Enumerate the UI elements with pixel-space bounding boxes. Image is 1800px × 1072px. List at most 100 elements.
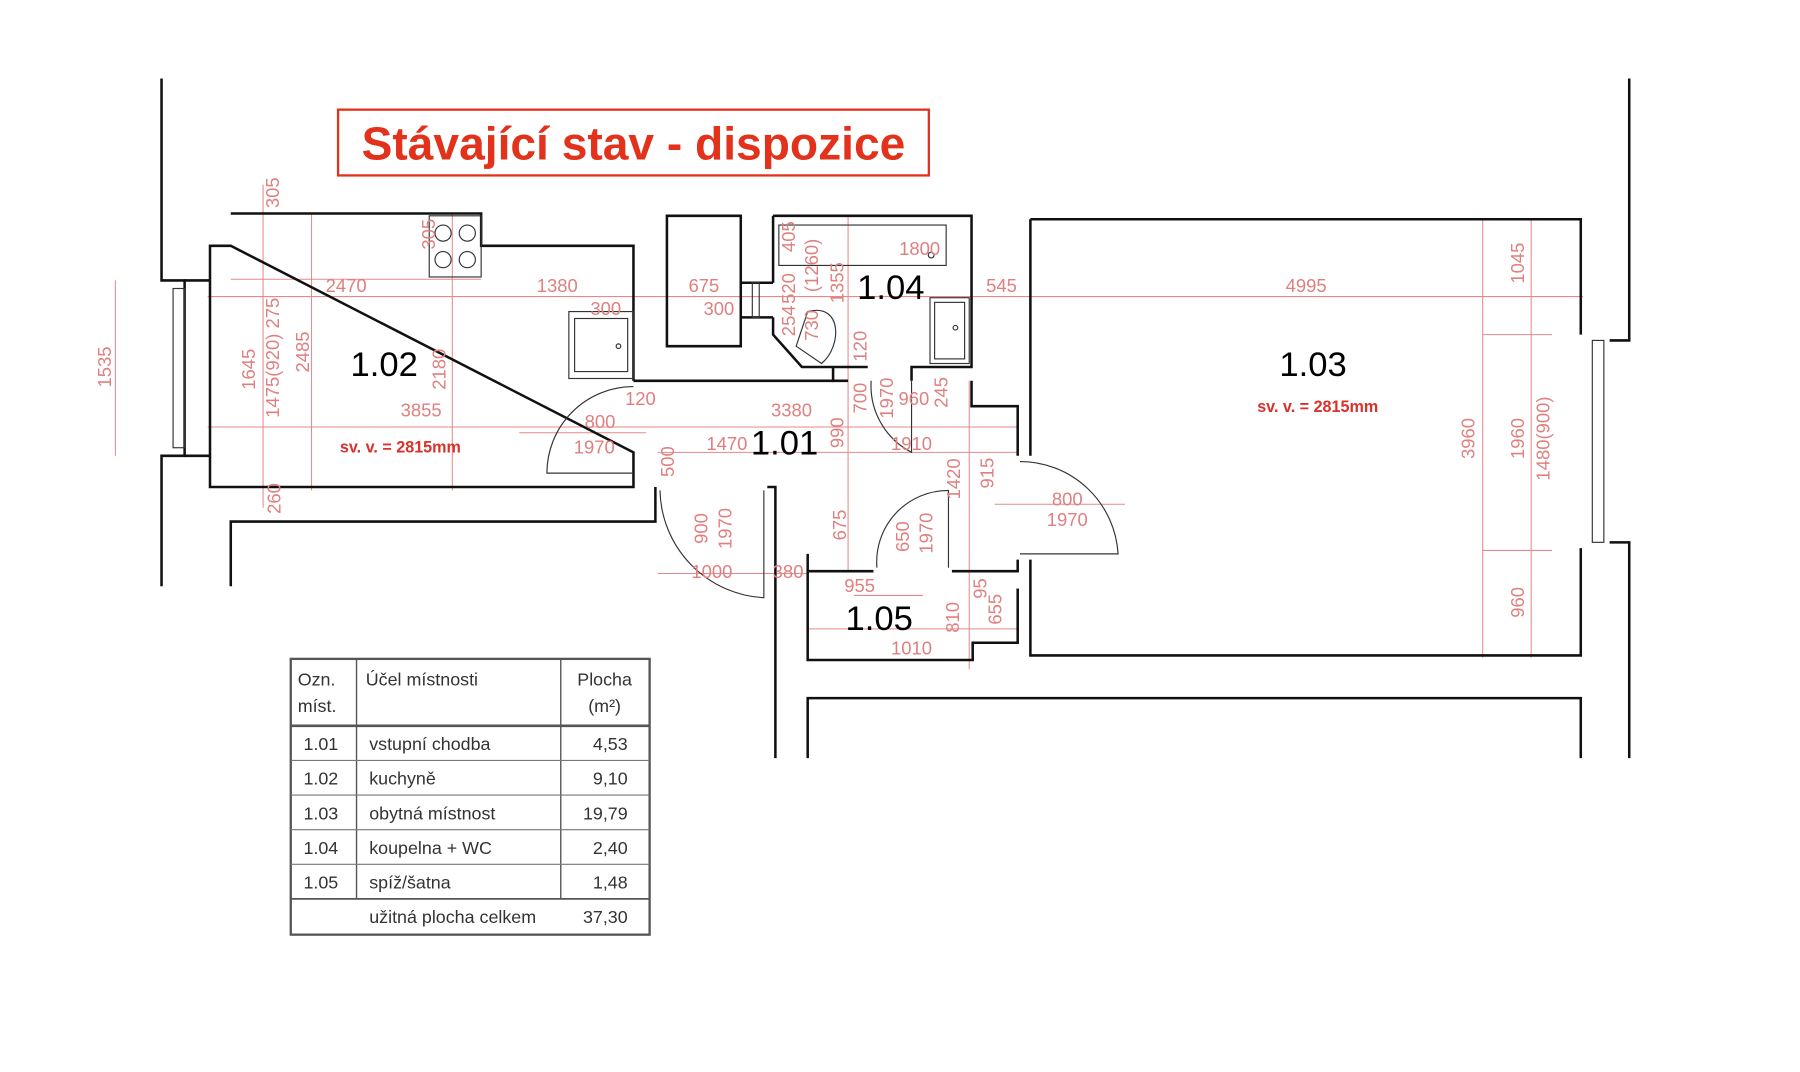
row-purpose: obytná místnost: [369, 803, 495, 823]
dimension-label: 800: [1052, 488, 1083, 509]
row-area: 4,53: [593, 734, 628, 754]
dimension-label: 254: [778, 305, 799, 336]
dimension-label: 1970: [574, 437, 615, 458]
dimension-label: 260: [263, 483, 284, 514]
row-area: 2,40: [593, 838, 628, 858]
title-box: Stávající stav - dispozice: [336, 108, 930, 177]
row-area: 19,79: [583, 803, 628, 823]
dimension-label: 960: [1507, 587, 1528, 618]
dimension-label: 730: [801, 310, 822, 341]
dimension-label: 305: [418, 219, 439, 250]
dimension-label: 3855: [401, 400, 442, 421]
dimension-label: 650: [892, 521, 913, 552]
dimension-label: 2180: [428, 349, 449, 390]
header-code-2: míst.: [298, 696, 337, 716]
dimension-label: 1380: [537, 275, 578, 296]
table-row: 1.02 kuchyně 9,10: [303, 769, 627, 789]
header-area: Plocha: [577, 669, 632, 689]
header-purpose: Účel místnosti: [366, 668, 478, 689]
row-purpose: vstupní chodba: [369, 734, 490, 754]
fixtures: [172, 215, 1605, 543]
room-table: Ozn. míst. Účel místnosti Plocha (m²) 1.…: [289, 657, 651, 936]
ceiling-height-note-living: sv. v. = 2815mm: [1257, 398, 1378, 416]
dimension-label: 1470: [706, 433, 747, 454]
dimension-label: 1800: [899, 238, 940, 259]
row-purpose: spíž/šatna: [369, 873, 451, 893]
dimension-label: 4995: [1286, 275, 1327, 296]
dimension-label: 1045: [1507, 243, 1528, 284]
dimension-label: 305: [262, 177, 283, 208]
dimension-label: 500: [657, 446, 678, 477]
plan-title: Stávající stav - dispozice: [362, 117, 906, 169]
dimension-label: 900: [690, 513, 711, 544]
header-area-unit: (m²): [588, 696, 621, 716]
toilet-icon: [795, 309, 837, 365]
dimension-label: 545: [986, 275, 1017, 296]
dimension-label: 520: [778, 273, 799, 304]
kitchen-sink-icon: [568, 310, 635, 380]
dimension-label: 675: [688, 275, 719, 296]
dimension-label: 1475(920) 275: [262, 298, 283, 418]
dimension-label: 3380: [771, 400, 812, 421]
dimension-labels: 2470 1380 675 300 300 1800 545 4995 3855…: [94, 177, 1554, 658]
row-purpose: koupelna + WC: [369, 838, 492, 858]
room-label-1-05: 1.05: [846, 600, 913, 638]
dimension-label: 960: [898, 388, 929, 409]
row-area: 9,10: [593, 769, 628, 789]
bathroom-sink-icon: [929, 297, 970, 365]
bathtub-icon: [778, 224, 947, 266]
room-label-1-04: 1.04: [857, 269, 924, 307]
dimension-label: 300: [703, 298, 734, 319]
dimension-label: 1970: [876, 378, 897, 419]
header-code: Ozn.: [298, 669, 336, 689]
dimension-label: 1535: [94, 346, 115, 387]
table-row: 1.04 koupelna + WC 2,40: [303, 838, 627, 858]
dimension-label: 1960: [1507, 418, 1528, 459]
ceiling-height-note-kitchen: sv. v. = 2815mm: [340, 438, 461, 456]
dimension-label: 655: [985, 594, 1006, 625]
table-row: 1.05 spíž/šatna 1,48: [303, 873, 627, 893]
dimension-label: 1645: [238, 349, 259, 390]
dimension-label: 1355: [826, 262, 847, 303]
dimension-label: 955: [844, 575, 875, 596]
dimension-label: 405: [778, 221, 799, 252]
row-purpose: kuchyně: [369, 769, 436, 789]
total-area: 37,30: [583, 907, 628, 927]
dimension-label: 990: [826, 417, 847, 448]
dimension-label: 3960: [1458, 418, 1479, 459]
dimension-label: 2485: [292, 331, 313, 372]
total-label: užitná plocha celkem: [369, 907, 536, 927]
dimension-label: 300: [590, 298, 621, 319]
dimension-label: 1970: [715, 508, 736, 549]
hob-icon: [428, 215, 482, 278]
row-code: 1.04: [303, 838, 338, 858]
dimension-label: 1420: [943, 458, 964, 499]
dimension-label: 1010: [891, 637, 932, 658]
dimension-label: 810: [942, 602, 963, 633]
dimension-label: 120: [850, 331, 871, 362]
walls: [160, 78, 1631, 759]
room-label-1-03: 1.03: [1279, 346, 1346, 384]
row-area: 1,48: [593, 873, 628, 893]
dimension-label: 380: [773, 561, 804, 582]
dimension-lines: [114, 184, 1584, 670]
dimension-label: 1910: [891, 433, 932, 454]
dimension-label: 2470: [326, 275, 367, 296]
dimension-label: 675: [829, 510, 850, 541]
row-code: 1.03: [303, 803, 338, 823]
dimension-label: 120: [625, 388, 656, 409]
row-code: 1.05: [303, 873, 338, 893]
row-code: 1.01: [303, 734, 338, 754]
dimension-label: 1000: [691, 561, 732, 582]
dimension-label: 915: [976, 458, 997, 489]
dimension-label: 1970: [915, 513, 936, 554]
dimension-label: 1970: [1047, 509, 1088, 530]
row-code: 1.02: [303, 769, 338, 789]
dimension-label: 700: [850, 383, 871, 414]
dimension-label: (1260): [801, 239, 822, 292]
room-label-1-01: 1.01: [751, 425, 818, 463]
dimension-label: 245: [930, 377, 951, 408]
dimension-label: 95: [970, 578, 991, 599]
table-row: 1.03 obytná místnost 19,79: [303, 803, 627, 823]
